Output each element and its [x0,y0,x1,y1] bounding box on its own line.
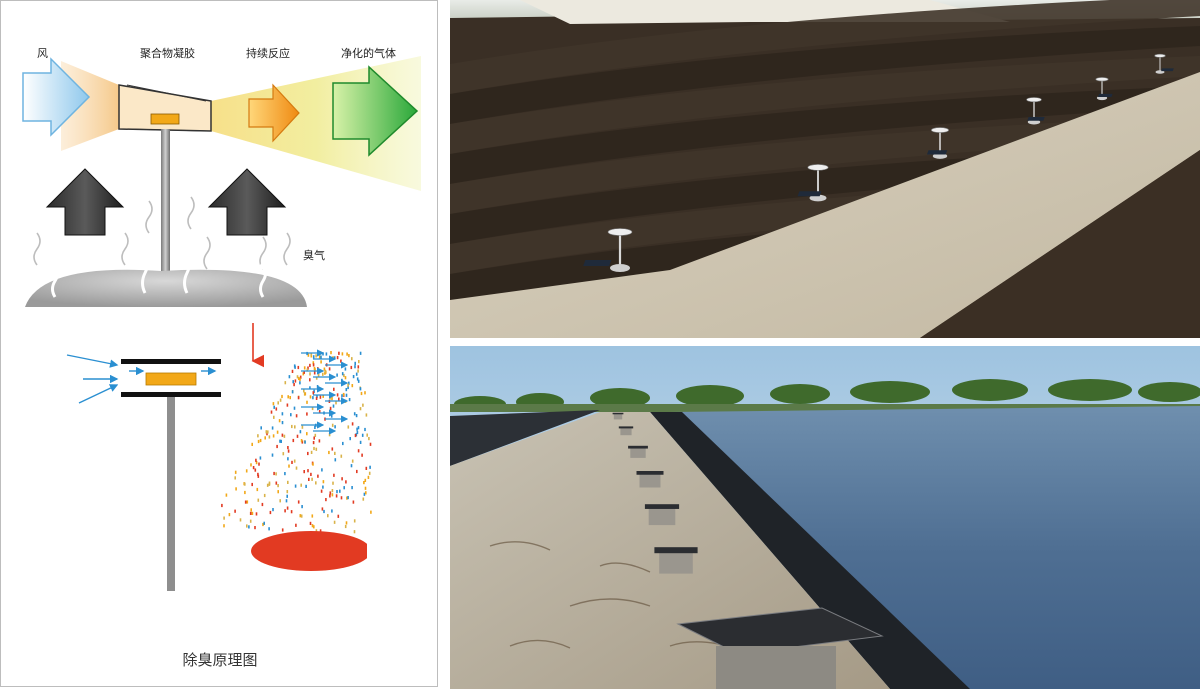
concrete-path [450,72,1200,338]
diagram-caption: 除臭原理图 [182,651,258,669]
label-odor: 臭气 [303,249,325,262]
purified-arrow [332,65,419,157]
housing-top-plate [121,359,221,364]
label-polymer-gel: 聚合物凝胶 [140,47,195,60]
gel-cartridge [145,372,197,386]
lined-pond-photo [450,346,1200,689]
rising-odor-arrow-left [45,168,125,236]
pond-photo-drawing [450,346,1200,689]
air-inflow-arrows [66,354,217,404]
odor-source-mound [25,269,307,307]
pond-sprayers [612,412,698,574]
compost-photo-drawing [450,0,1200,338]
odor-up-arrows [51,254,267,298]
label-continuous-reaction: 持续反应 [246,47,290,60]
odor-wisps [33,196,291,270]
compost-windrows-photo [450,0,1200,338]
wind-arrow [22,57,91,137]
detail-pole [167,397,175,591]
label-purified-gas: 净化的气体 [341,47,396,60]
diagram-drawing [22,56,421,591]
reaction-arrow [248,83,300,143]
sprayer-heads [583,53,1174,272]
reaction-particles [221,349,372,534]
label-wind: 风 [37,47,48,60]
droplet-pool [251,531,371,571]
sprayer-cover [676,607,884,655]
rising-odor-arrow-right [207,168,287,236]
sprayer-pole [161,129,170,294]
gel-block [150,113,180,125]
pond-liner [650,412,970,689]
pond-water [670,406,1200,689]
housing-bottom-plate [121,392,221,397]
deodorization-diagram-panel: 风 聚合物凝胶 持续反应 净化的气体 臭气 除臭原理图 [0,0,438,687]
